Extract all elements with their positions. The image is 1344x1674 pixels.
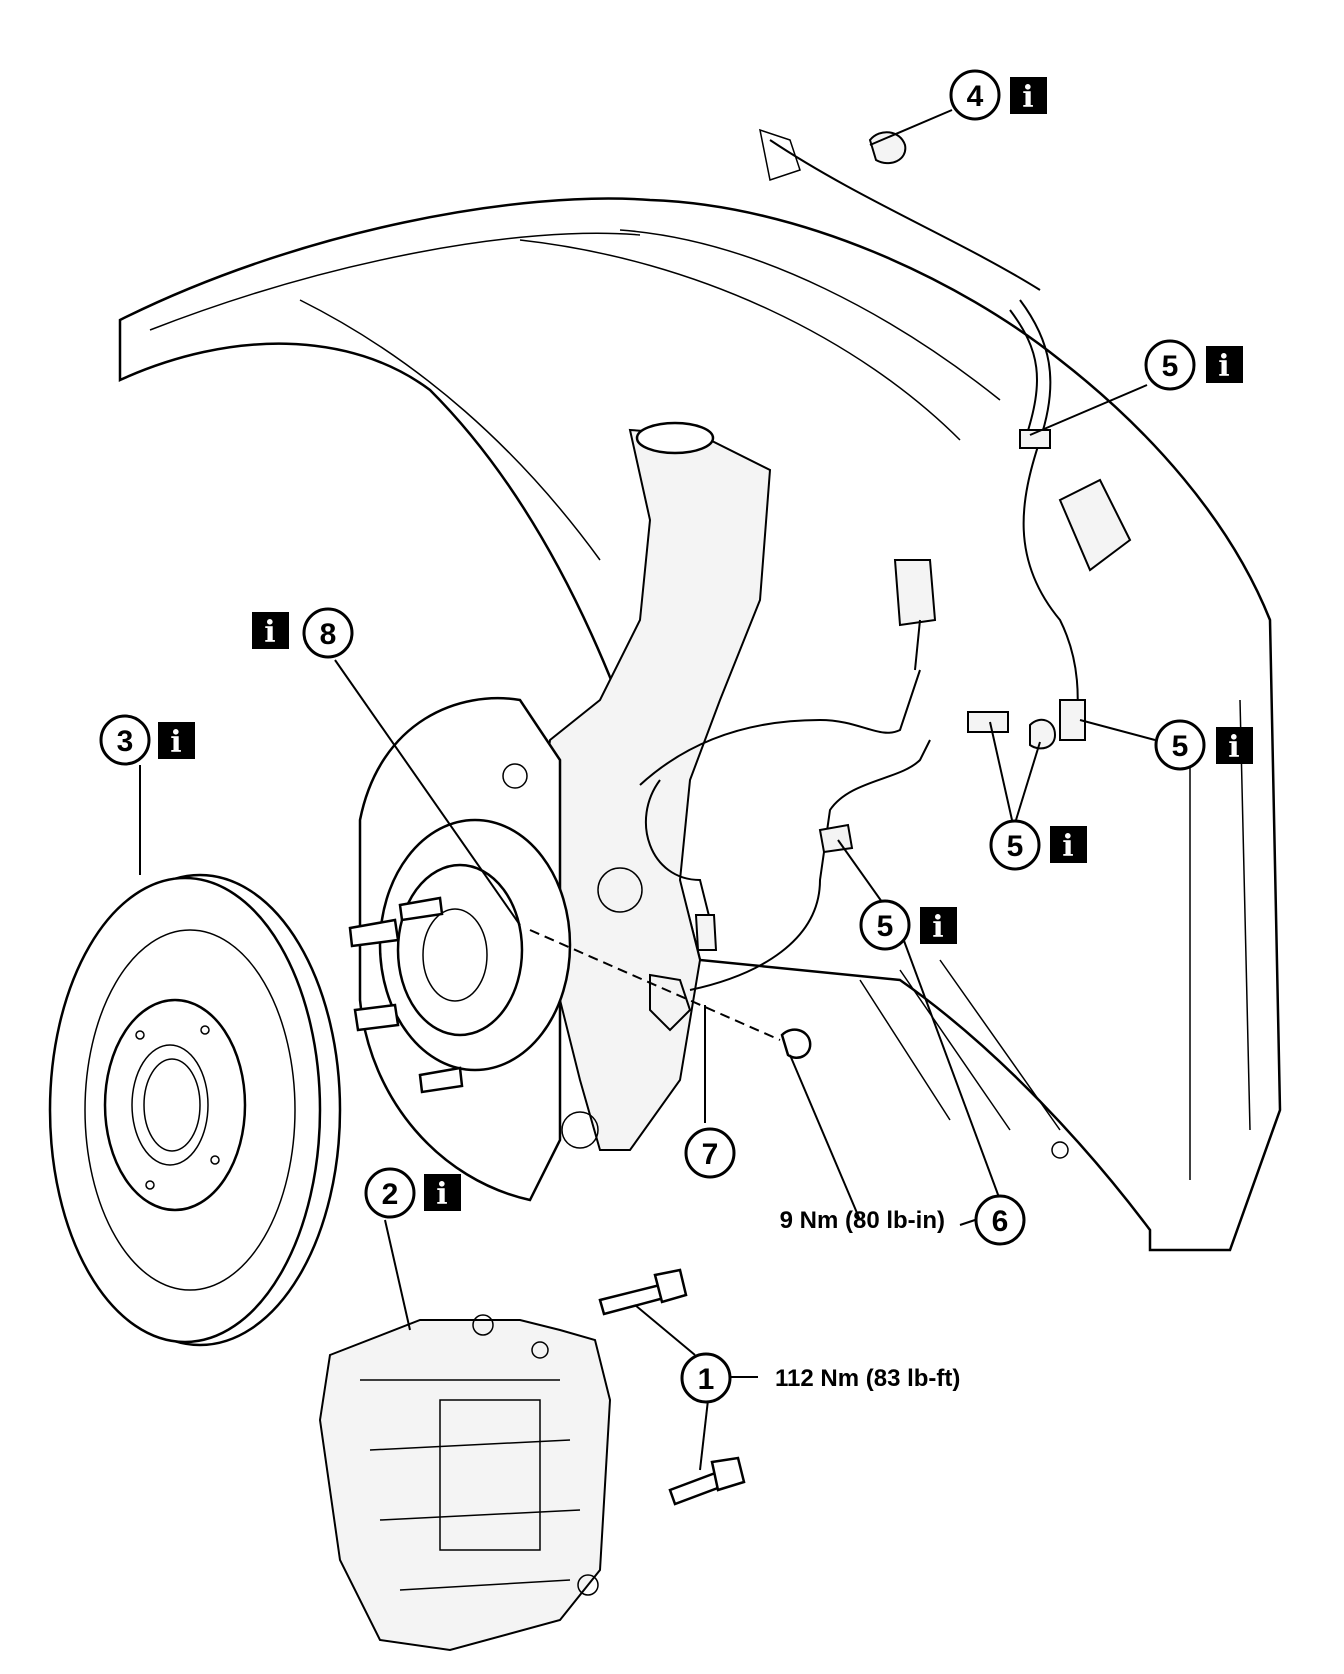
callout-5c-info-icon	[1050, 826, 1087, 863]
leader-lines	[139, 109, 1156, 1471]
steering-knuckle	[538, 421, 772, 1151]
callout-8-number: 8	[320, 618, 337, 651]
callout-6-number: 6	[992, 1205, 1009, 1238]
callout-7: 7	[684, 1127, 736, 1179]
caliper-bolt-upper	[598, 1268, 688, 1316]
callout-1-number: 1	[698, 1363, 715, 1396]
hose-bolt-torque: 9 Nm (80 lb-in)	[780, 1207, 945, 1234]
brake-caliper	[318, 1314, 612, 1652]
brake-rotor	[48, 873, 342, 1347]
callout-5c-info-letter: i	[1062, 829, 1073, 864]
hose-bolt	[780, 1028, 812, 1059]
callout-5d-number: 5	[877, 910, 894, 943]
callout-5b: 5 i	[1154, 719, 1253, 771]
callout-5a-info-letter: i	[1218, 349, 1229, 384]
caliper-bolt-lower	[668, 1456, 746, 1506]
callout-7-number: 7	[702, 1138, 719, 1171]
callout-4-number: 4	[967, 80, 984, 113]
callout-5a-info-icon	[1206, 346, 1243, 383]
caliper-bolt-torque: 112 Nm (83 lb-ft)	[775, 1365, 960, 1392]
sensor-harness	[639, 559, 937, 951]
callout-1: 1 112 Nm (83 lb-ft)	[680, 1352, 960, 1404]
brake-hose	[769, 131, 1086, 854]
callout-3-info-icon	[158, 722, 195, 759]
callout-8-info-icon	[252, 612, 289, 649]
callout-4-info-icon	[1010, 77, 1047, 114]
callout-5b-info-icon	[1216, 727, 1253, 764]
callout-5d-info-icon	[920, 907, 957, 944]
wheel-speed-sensor	[649, 739, 931, 1032]
callout-2-number: 2	[382, 1178, 399, 1211]
callout-8-info-letter: i	[264, 615, 275, 650]
callout-5c: 5 i	[989, 819, 1087, 871]
callout-2: 2 i	[364, 1167, 461, 1219]
bolt-dashed-line	[529, 929, 781, 1041]
callout-3-number: 3	[117, 725, 134, 758]
callout-5b-number: 5	[1172, 730, 1189, 763]
callout-8: i 8	[252, 607, 354, 659]
callout-5d-info-letter: i	[932, 910, 943, 945]
callout-2-info-icon	[424, 1174, 461, 1211]
callout-4-info-letter: i	[1022, 80, 1033, 115]
callout-5a: 5 i	[1144, 339, 1243, 391]
callout-3: 3 i	[99, 714, 195, 766]
callout-5b-info-letter: i	[1228, 730, 1239, 765]
callout-4: 4 i	[949, 69, 1047, 121]
wheel-hub	[348, 818, 572, 1094]
callout-3-info-letter: i	[170, 725, 181, 760]
callout-2-info-letter: i	[436, 1177, 447, 1212]
callout-5d: 5 i	[859, 899, 957, 951]
callout-6: 6 9 Nm (80 lb-in)	[780, 1194, 1026, 1246]
callout-5a-number: 5	[1162, 350, 1179, 383]
callout-5c-number: 5	[1007, 830, 1024, 863]
